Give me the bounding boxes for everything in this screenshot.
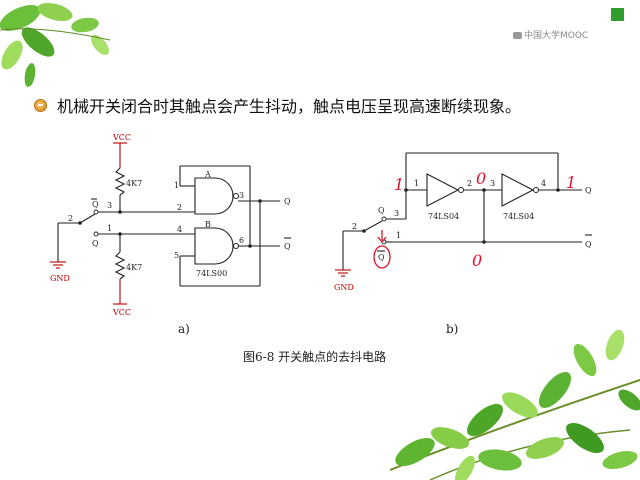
logo-text: 中国大学MOOC — [524, 31, 589, 41]
mooc-logo: 中国大学MOOC — [513, 28, 588, 41]
annotation-2: 0 — [476, 169, 486, 188]
pin-label: 3 — [239, 191, 244, 200]
pin-label: 2 — [467, 179, 472, 188]
gnd-a-label: GND — [50, 274, 70, 283]
pin-label: 1 — [174, 181, 179, 190]
pin-label: 1 — [396, 231, 401, 240]
pin-label: 1 — [414, 179, 419, 188]
resistor-bottom — [114, 251, 126, 280]
out-qbar-label: Q — [284, 242, 291, 251]
out-q-label: Q — [284, 197, 291, 206]
figure-caption: 图6-8 开关触点的去抖电路 — [243, 350, 387, 364]
pin-label: 4 — [177, 225, 182, 234]
pin-label: 2 — [352, 222, 357, 231]
gate-a-label: A — [204, 170, 211, 179]
qbar-b-switch-label: Q — [378, 253, 385, 262]
gate-b-label: B — [205, 220, 211, 229]
q-switch-label: Q — [92, 239, 99, 248]
vcc-top-label: VCC — [112, 133, 131, 142]
out-qbar-b-label: Q — [585, 240, 592, 249]
leaf-icon — [0, 2, 111, 87]
annotation-1: 1 — [394, 175, 404, 194]
leaf-decoration-top-left — [0, 2, 111, 87]
inverter-1 — [426, 173, 460, 207]
qbar-switch-label: Q — [92, 200, 99, 209]
circuit-a: VCC 4K7 Q 3 Q 1 2 — [50, 133, 291, 317]
pin-label: 2 — [177, 203, 182, 212]
bullet-row: 机械开关闭合时其触点会产生抖动，触点电压呈现高速断续现象。 — [34, 93, 521, 117]
pin-label: 3 — [490, 179, 495, 188]
out-q-b-label: Q — [585, 186, 592, 195]
leaf-decoration-bottom-right — [389, 329, 640, 480]
pin-label: 2 — [68, 214, 73, 223]
r2-label: 4K7 — [126, 263, 142, 272]
gnd-b-label: GND — [334, 283, 354, 292]
pin-label: 3 — [394, 209, 399, 218]
annotation-arrowhead — [377, 236, 387, 244]
chip-a-label: 74LS00 — [196, 269, 227, 278]
leaf-icon — [389, 329, 640, 480]
pin-label: 6 — [239, 236, 244, 245]
pin-label: 1 — [107, 224, 112, 233]
vcc-bottom-label: VCC — [112, 308, 131, 317]
pin-label: 5 — [174, 251, 179, 260]
switch-arm — [79, 213, 96, 224]
pin-label: 3 — [107, 201, 112, 210]
bullet-text: 机械开关闭合时其触点会产生抖动，触点电压呈现高速断续现象。 — [57, 97, 522, 116]
corner-square — [611, 8, 624, 21]
figure-a-label: a) — [178, 322, 190, 336]
annotation-4: 0 — [472, 251, 482, 270]
logo-mark-icon — [513, 32, 522, 39]
figure-b-label: b) — [446, 322, 459, 336]
pin-label: 4 — [541, 179, 546, 188]
circuit-b: 1 74LS04 2 3 74LS04 4 Q Q 1 3 — [334, 152, 592, 292]
inv1-label: 74LS04 — [428, 212, 459, 221]
switch-arm-b — [363, 220, 383, 232]
nand-gate-b — [194, 227, 234, 265]
r1-label: 4K7 — [126, 179, 142, 188]
annotation-3: 1 — [566, 173, 576, 192]
q-b-switch-label: Q — [378, 206, 385, 215]
inverter-2 — [501, 173, 535, 207]
resistor-top — [114, 167, 126, 196]
annotation-circle — [373, 245, 391, 269]
bullet-icon — [34, 98, 47, 112]
nand-gate-a — [194, 177, 234, 215]
inv2-label: 74LS04 — [503, 212, 534, 221]
